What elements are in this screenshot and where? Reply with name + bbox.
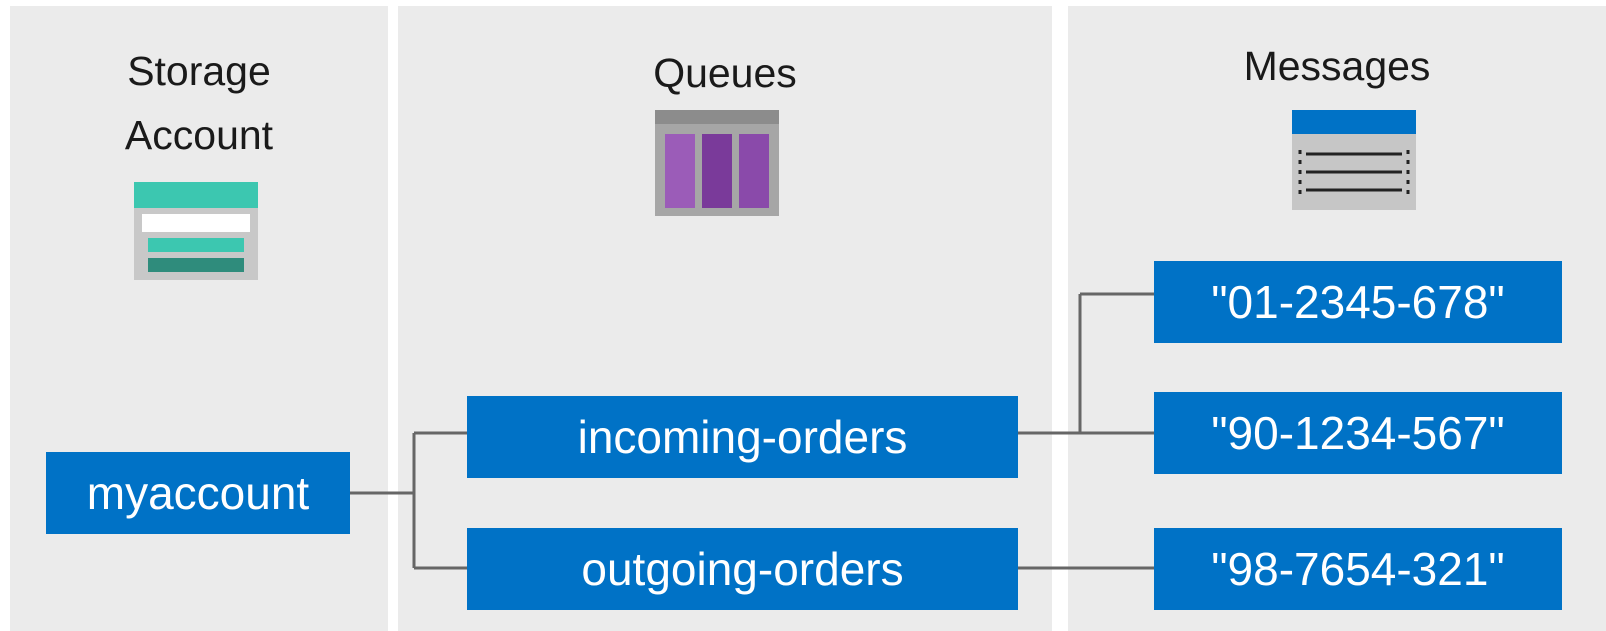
queue-icon (655, 110, 779, 216)
message-node: "90-1234-567" (1154, 392, 1562, 474)
account-node: myaccount (46, 452, 350, 534)
message-node: "01-2345-678" (1154, 261, 1562, 343)
storage-account-title: Storage Account (10, 39, 388, 167)
storage-account-title-line1: Storage (127, 48, 271, 94)
message-icon (1292, 110, 1416, 210)
storage-account-column: Storage Account (10, 6, 388, 631)
storage-account-icon (134, 182, 258, 280)
storage-account-title-line2: Account (124, 112, 274, 158)
queue-node-incoming: incoming-orders (467, 396, 1018, 478)
message-node: "98-7654-321" (1154, 528, 1562, 610)
queue-node-outgoing: outgoing-orders (467, 528, 1018, 610)
messages-title: Messages (1243, 43, 1431, 89)
queues-title: Queues (653, 50, 797, 96)
queues-column: Queues (398, 6, 1052, 631)
